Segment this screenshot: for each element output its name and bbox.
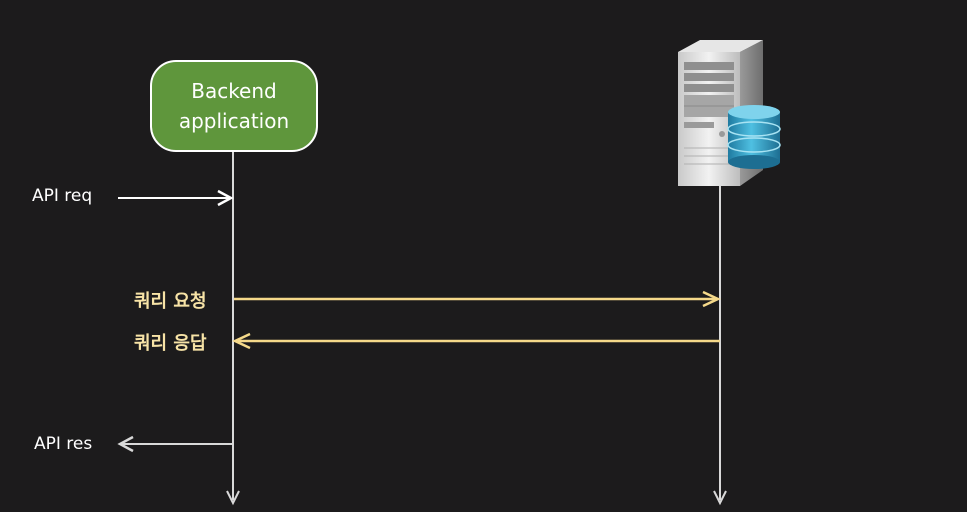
database-cylinder-icon bbox=[727, 105, 781, 169]
api-request-arrow bbox=[118, 189, 234, 207]
query-request-label: 쿼리 요청 bbox=[134, 291, 207, 312]
database-lifeline bbox=[713, 186, 727, 506]
backend-application-label: Backend application bbox=[178, 79, 290, 133]
api-response-arrow bbox=[117, 435, 233, 453]
api-request-label: API req bbox=[32, 186, 93, 206]
backend-application-box: Backend application bbox=[150, 60, 318, 152]
backend-lifeline bbox=[226, 152, 240, 506]
query-request-arrow bbox=[234, 290, 721, 308]
server-database-icon bbox=[678, 40, 781, 186]
query-response-arrow bbox=[232, 332, 720, 350]
query-response-label: 쿼리 응답 bbox=[134, 333, 207, 354]
api-response-label: API res bbox=[34, 434, 93, 454]
